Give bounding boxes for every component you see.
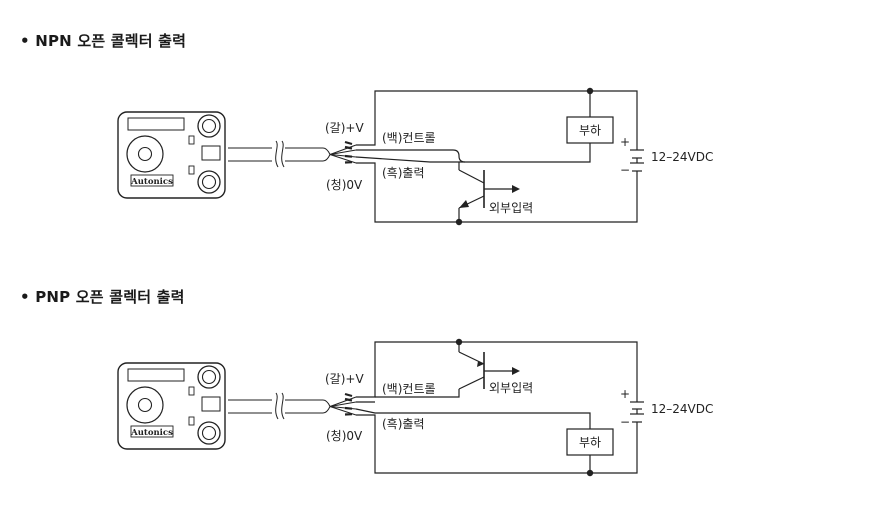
npn-load-label: 부하 xyxy=(579,124,601,138)
npn-diagram: Autonics xyxy=(117,87,713,226)
pnp-sensor: Autonics xyxy=(117,362,226,450)
pnp-sensor-brand: Autonics xyxy=(130,428,173,438)
pnp-diagram: Autonics xyxy=(117,338,713,477)
npn-white-wire-label: (백)컨트롤 xyxy=(382,131,436,145)
npn-section-title: • NPN 오픈 콜렉터 출력 xyxy=(20,32,187,50)
pnp-cable xyxy=(226,391,358,421)
npn-external-input-label: 외부입력 xyxy=(489,201,533,215)
npn-sensor-brand: Autonics xyxy=(130,177,173,187)
pnp-plus-sign: + xyxy=(620,387,630,401)
pnp-wiring xyxy=(355,341,644,474)
npn-black-wire-label: (흑)출력 xyxy=(382,166,424,180)
pnp-white-wire-label: (백)컨트롤 xyxy=(382,382,436,396)
npn-plus-sign: + xyxy=(620,135,630,149)
pnp-load-label: 부하 xyxy=(579,436,601,450)
pnp-load-box xyxy=(566,428,614,456)
pnp-black-wire-label: (흑)출력 xyxy=(382,417,424,431)
npn-load-box xyxy=(566,116,614,144)
pnp-blue-wire-label: (청)0V xyxy=(326,429,363,443)
pnp-section-title: • PNP 오픈 콜렉터 출력 xyxy=(20,288,185,306)
pnp-minus-sign: − xyxy=(620,415,630,429)
pnp-brown-wire-label: (갈)+V xyxy=(325,372,364,386)
pnp-external-input-label: 외부입력 xyxy=(489,381,533,395)
npn-cable xyxy=(226,139,358,169)
pnp-supply-label: 12–24VDC xyxy=(651,402,713,416)
npn-blue-wire-label: (청)0V xyxy=(326,178,363,192)
npn-brown-wire-label: (갈)+V xyxy=(325,121,364,135)
npn-sensor: Autonics xyxy=(117,111,226,199)
npn-supply-label: 12–24VDC xyxy=(651,150,713,164)
npn-minus-sign: − xyxy=(620,163,630,177)
npn-wiring xyxy=(355,90,644,223)
